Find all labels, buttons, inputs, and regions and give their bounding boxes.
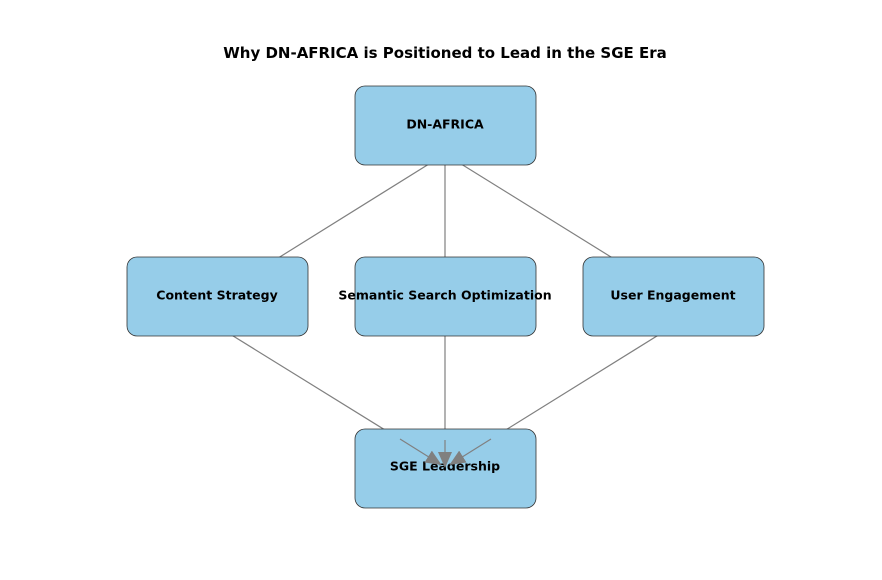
node-box [354,85,537,166]
node-semantic-search: Semantic Search Optimization [338,256,552,337]
node-content-strategy: Content Strategy [126,256,309,337]
node-label-dn-africa: DN-AFRICA [406,117,484,132]
edge-overlay-content-strategy [399,438,442,466]
node-box [126,256,309,337]
edges-overlay [399,438,492,468]
node-box [582,256,765,337]
node-label-user-engagement: User Engagement [610,288,735,303]
node-label-semantic-search: Semantic Search Optimization [338,288,551,303]
diagram-title: Why DN-AFRICA is Positioned to Lead in t… [223,44,667,62]
node-user-engagement: User Engagement [582,256,765,337]
node-box [354,256,537,337]
node-box [354,428,537,509]
node-label-content-strategy: Content Strategy [156,288,277,303]
edge-overlay-user-engagement [449,438,492,466]
node-dn-africa: DN-AFRICA [354,85,537,166]
